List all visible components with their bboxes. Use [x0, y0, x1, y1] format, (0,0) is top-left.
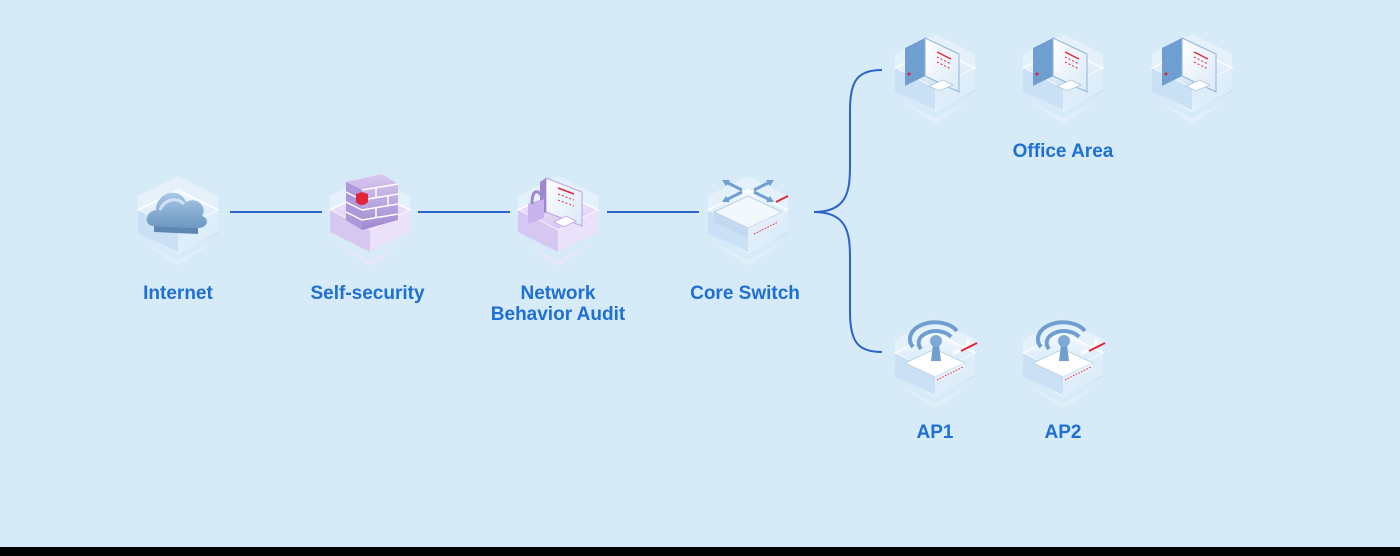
network-behavior-audit-label-line1: Network: [520, 283, 596, 304]
office-computer-2: [1022, 33, 1104, 125]
internet-node: [137, 175, 219, 267]
network-behavior-audit-label: Network Behavior Audit: [468, 283, 648, 325]
ap1-node: [894, 318, 979, 410]
ap2-label: AP2: [1044, 422, 1082, 443]
ap2-node: [1022, 318, 1107, 410]
firewall-icon: [345, 174, 399, 230]
switch-icon: [712, 180, 789, 238]
network-behavior-audit-label-line2: Behavior Audit: [490, 304, 626, 325]
office-computer-3: [1151, 33, 1233, 125]
office-computer-1: [894, 33, 976, 125]
network-behavior-audit-node: [517, 175, 599, 267]
bottom-bar: [0, 547, 1400, 556]
ap1-label: AP1: [916, 422, 954, 443]
core-switch-label: Core Switch: [690, 283, 800, 304]
core-switch-node: [707, 175, 789, 267]
cloud-icon: [146, 192, 207, 234]
self-security-node: [329, 174, 411, 267]
connector-lines: [230, 69, 883, 353]
internet-label: Internet: [143, 283, 213, 304]
audit-monitor-icon: [528, 177, 583, 228]
link-switch-office-area: [813, 69, 883, 213]
link-switch-ap: [813, 211, 883, 353]
office-area-label: Office Area: [1012, 141, 1114, 162]
self-security-label: Self-security: [310, 283, 425, 304]
